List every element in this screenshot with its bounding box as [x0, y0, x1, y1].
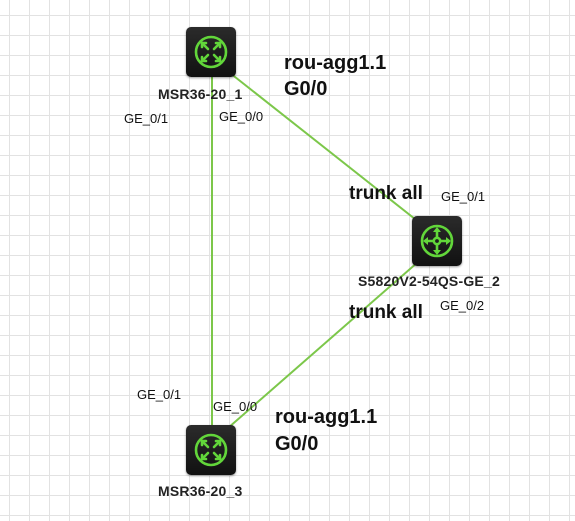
annotation-trunk-top: trunk all: [349, 183, 423, 204]
link-r1-to-switch[interactable]: [229, 72, 421, 224]
switch-s5820v2-54qs-ge-2[interactable]: [412, 216, 462, 266]
port-label-r3-ge00: GE_0/0: [213, 399, 258, 414]
link-r3-to-switch[interactable]: [227, 261, 419, 429]
annotation-r1-subinterface: rou-agg1.1: [284, 52, 387, 74]
port-label-r1-ge01: GE_0/1: [124, 111, 169, 126]
annotation-r3-interface: G0/0: [275, 433, 319, 455]
switch-icon: [420, 224, 454, 258]
device-label-switch: S5820V2-54QS-GE_2: [358, 273, 500, 289]
port-label-r3-ge01: GE_0/1: [137, 387, 182, 402]
router-msr36-20-3[interactable]: [186, 425, 236, 475]
router-icon: [194, 433, 228, 467]
port-label-sw-ge02: GE_0/2: [440, 298, 485, 313]
annotation-r1-interface: G0/0: [284, 78, 328, 100]
port-label-r1-ge00: GE_0/0: [219, 109, 264, 124]
annotation-trunk-bottom: trunk all: [349, 302, 423, 323]
device-label-r1: MSR36-20_1: [158, 86, 243, 102]
router-msr36-20-1[interactable]: [186, 27, 236, 77]
device-label-r3: MSR36-20_3: [158, 483, 243, 499]
annotation-r3-subinterface: rou-agg1.1: [275, 406, 378, 428]
router-icon: [194, 35, 228, 69]
port-label-sw-ge01: GE_0/1: [441, 189, 486, 204]
